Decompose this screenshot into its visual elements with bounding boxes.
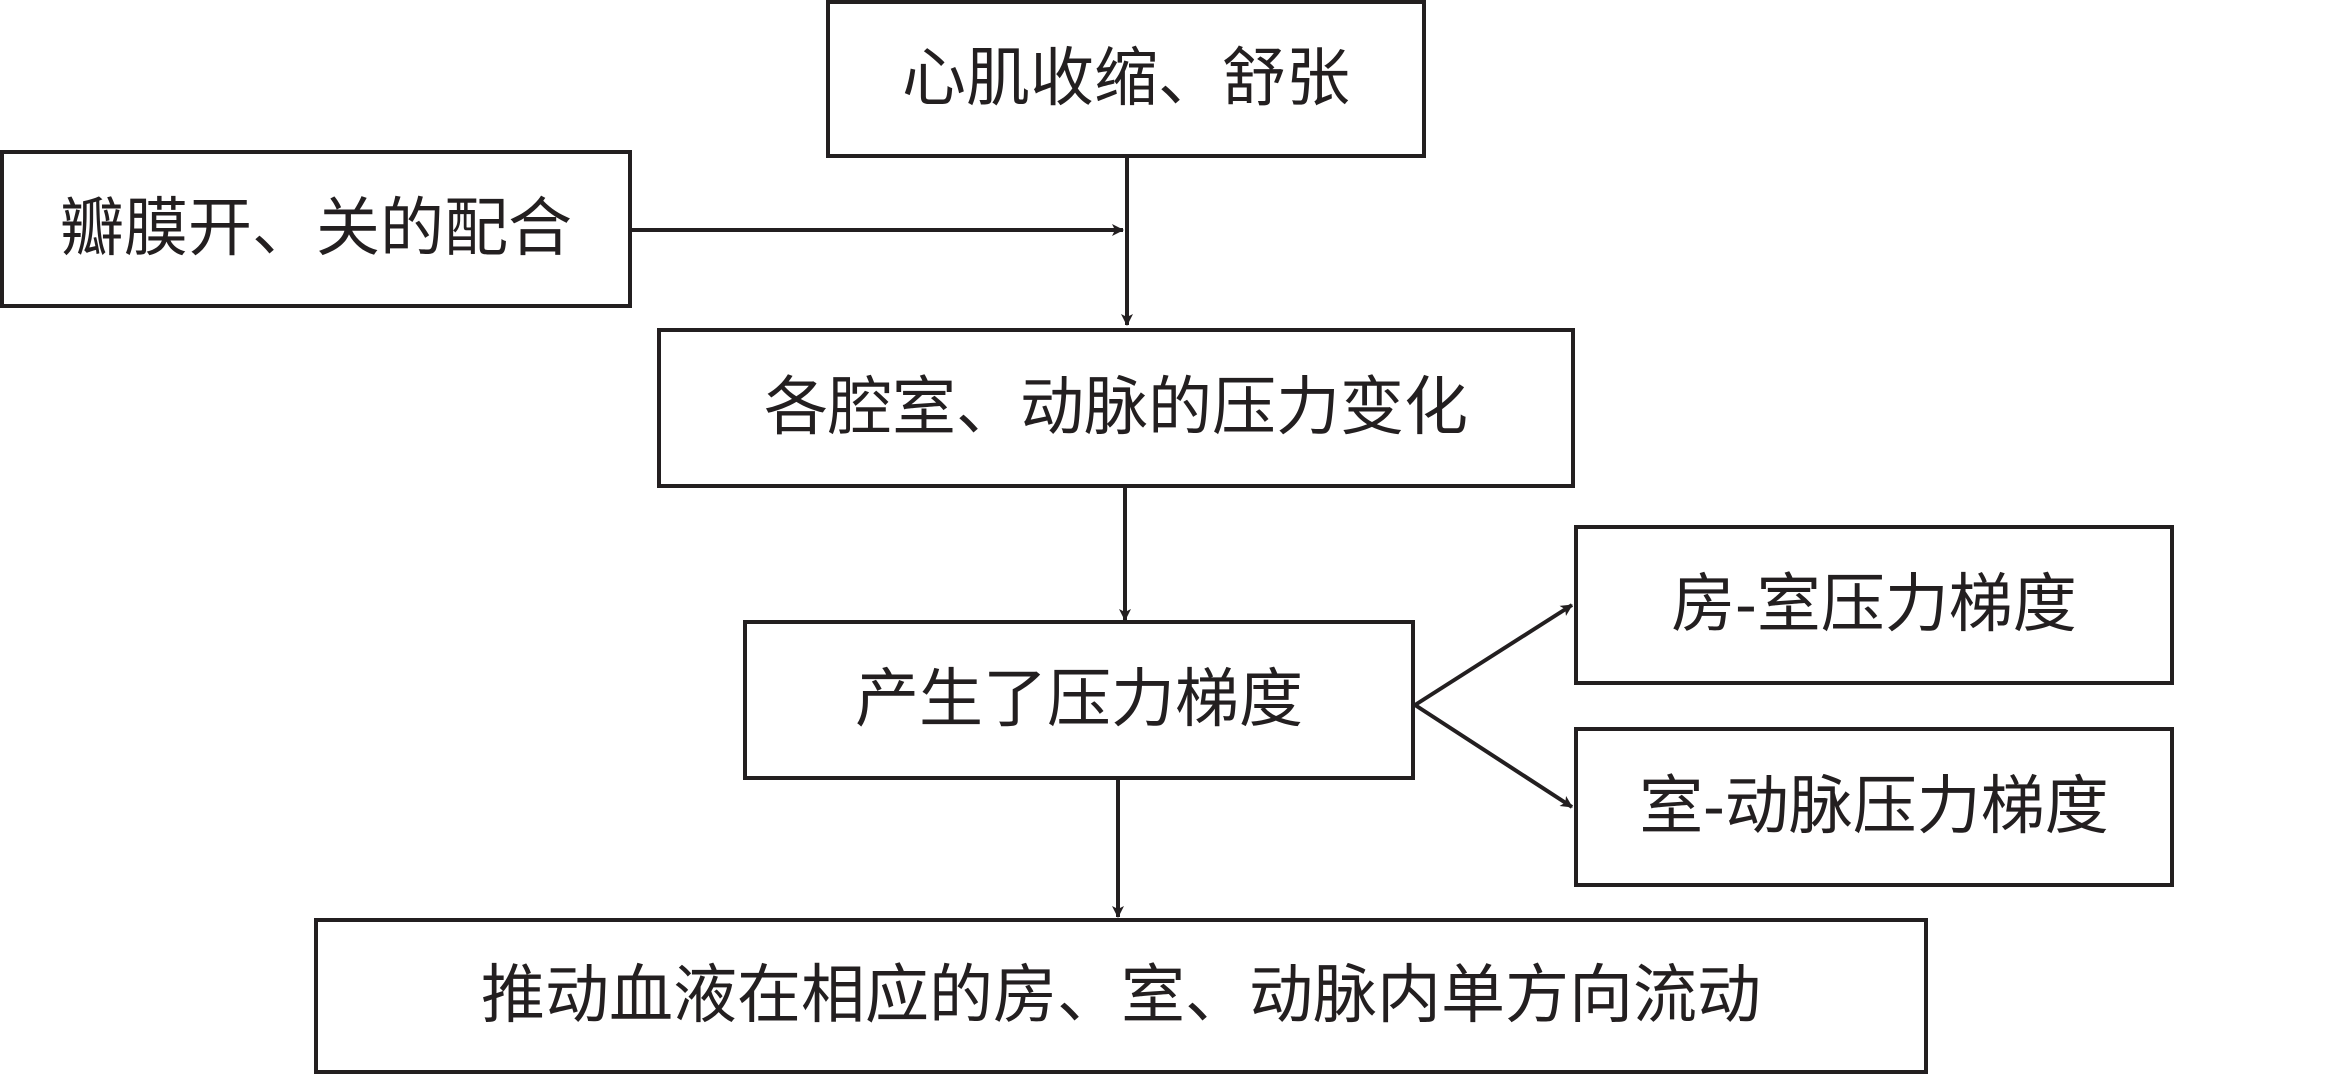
- arrow-gradient-to-atrioventricular: [1413, 603, 1574, 707]
- node-flow: 推动血液在相应的房、室、动脉内单方向流动: [314, 918, 1928, 1074]
- node-contraction: 心肌收缩、舒张: [826, 0, 1426, 158]
- node-atrioventricular-gradient: 房-室压力梯度: [1574, 525, 2174, 685]
- node-ventriculoarterial-gradient: 室-动脉压力梯度: [1574, 727, 2174, 887]
- node-gradient: 产生了压力梯度: [743, 620, 1415, 780]
- node-valves: 瓣膜开、关的配合: [0, 150, 632, 308]
- node-pressure-change: 各腔室、动脉的压力变化: [657, 328, 1575, 488]
- arrow-gradient-to-ventriculoarterial: [1413, 703, 1574, 809]
